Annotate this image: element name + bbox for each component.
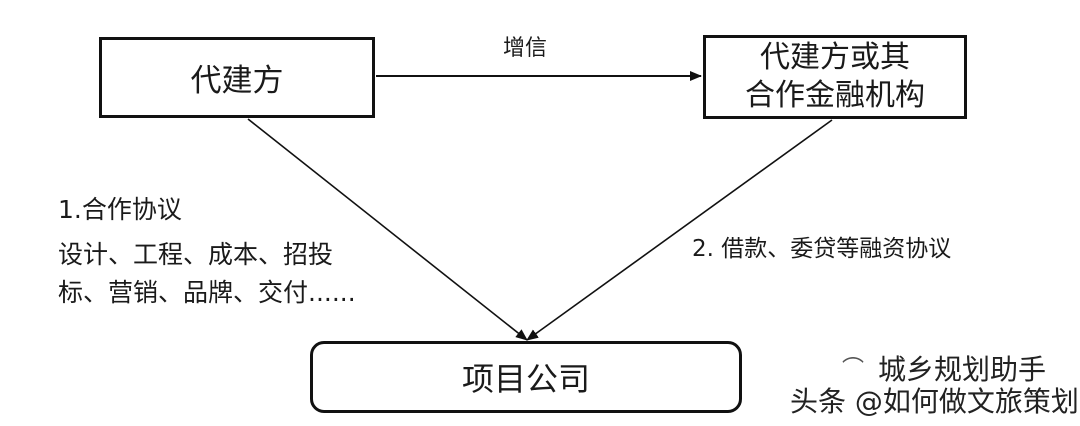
arrow-loan-agreement: [526, 119, 833, 341]
edge-label-credit-enhancement: 增信: [503, 36, 548, 61]
edge-label-cooperation-agreement: 1.合作协议: [58, 195, 182, 224]
scope-line2: 标、营销、品牌、交付......: [58, 278, 356, 307]
watermark-line2: 头条 @如何做文旅策划: [790, 385, 1079, 418]
node-partner-financial-institution: 代建方或其 合作金融机构: [703, 35, 967, 119]
watermark-logo-icon: ⌒: [842, 357, 865, 382]
node-partner-label-line2: 合作金融机构: [745, 78, 925, 113]
node-developer: 代建方: [99, 37, 375, 118]
node-partner-label-line1: 代建方或其: [760, 40, 910, 75]
watermark-line1: 城乡规划助手: [878, 353, 1047, 386]
node-developer-label: 代建方: [190, 63, 284, 99]
edge-label-cooperation-scope: 设计、工程、成本、招投 标、营销、品牌、交付......: [58, 236, 356, 312]
arrow-cooperation-agreement: [247, 118, 528, 341]
node-project-company-label: 项目公司: [461, 360, 590, 398]
node-project-company: 项目公司: [310, 341, 742, 413]
scope-line1: 设计、工程、成本、招投: [58, 240, 334, 269]
edge-label-loan-agreement: 2. 借款、委贷等融资协议: [692, 236, 952, 262]
